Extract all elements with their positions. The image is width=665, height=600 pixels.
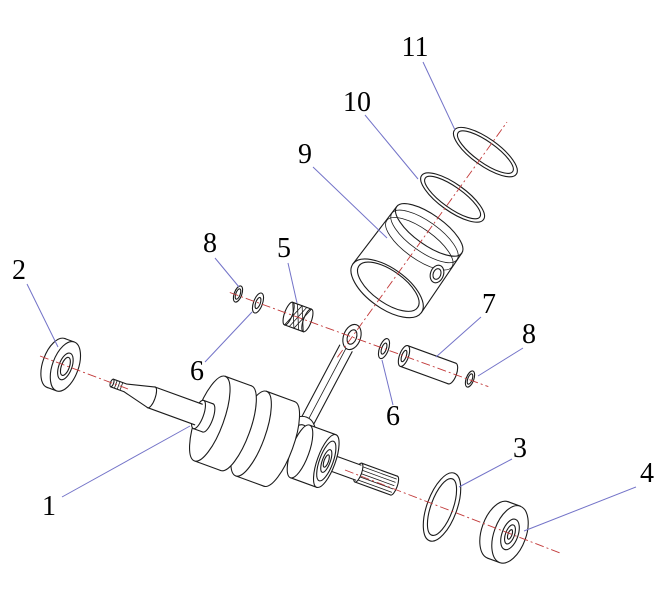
part-label-8-9: 8	[522, 319, 536, 350]
circlip-left	[232, 285, 244, 303]
leader-line-7-7	[435, 316, 482, 358]
pin-axis-centerline	[229, 292, 489, 388]
crank-axis-centerline-left	[39, 355, 129, 390]
part-label-11-12: 11	[402, 32, 429, 63]
thrust-washer-right	[377, 338, 391, 360]
part-label-4-3: 4	[640, 458, 654, 489]
part-label-9-10: 9	[298, 139, 312, 170]
leader-line-9-10	[312, 166, 388, 239]
part-label-1-0: 1	[42, 491, 56, 522]
circlip-right	[464, 370, 476, 388]
centerlines	[39, 121, 561, 554]
part-label-6-6: 6	[386, 401, 400, 432]
part-label-5-4: 5	[277, 233, 291, 264]
leader-line-8-9	[477, 347, 524, 377]
piston-axis-centerline	[337, 121, 508, 358]
leader-line-1-0	[61, 425, 191, 498]
part-label-8-8: 8	[203, 228, 217, 259]
leader-line-11-12	[422, 61, 456, 131]
leader-line-3-2	[458, 458, 513, 488]
leader-line-10-11	[364, 114, 419, 180]
crankshaft	[109, 375, 400, 496]
oil-seal-left	[40, 337, 82, 392]
leader-line-4-3	[523, 486, 637, 532]
piston-ring-top	[452, 126, 518, 178]
leader-line-6-6	[381, 359, 394, 406]
part-label-10-11: 10	[343, 87, 371, 118]
oil-seal-right	[479, 500, 529, 564]
leader-line-2-1	[26, 283, 59, 348]
part-label-2-1: 2	[12, 255, 26, 286]
part-label-7-7: 7	[482, 289, 496, 320]
crank-axis-centerline-right	[344, 469, 561, 554]
leader-line-6-5	[204, 311, 253, 363]
leader-line-8-8	[214, 257, 240, 288]
part-label-6-5: 6	[190, 356, 204, 387]
leader-line-5-4	[287, 262, 298, 304]
piston	[350, 203, 464, 319]
part-label-3-2: 3	[513, 433, 527, 464]
